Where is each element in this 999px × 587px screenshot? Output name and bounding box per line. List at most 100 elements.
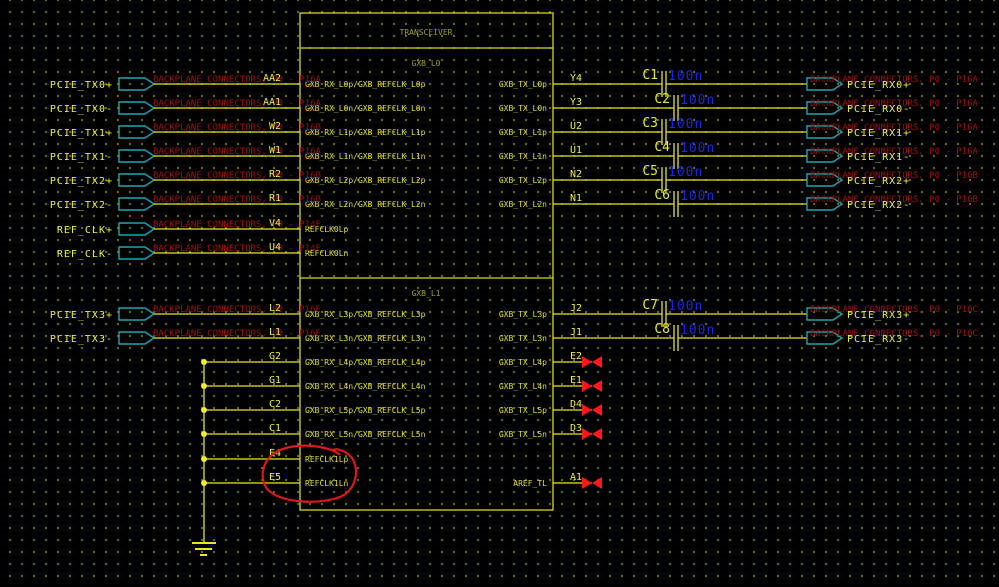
pin-number-y3: Y3 xyxy=(570,97,582,108)
no-connect-icon[interactable] xyxy=(582,428,602,440)
cross-reference: BACKPLANE CONNECTORS, P0 - P16B xyxy=(153,195,321,205)
pin-name-e5: REFCLK1Ln xyxy=(305,479,349,488)
pin-number-y4: Y4 xyxy=(570,73,582,84)
net-label-pcie-tx1-: PCIE_TX1- xyxy=(50,152,113,163)
capacitor-value: 100n xyxy=(680,323,715,338)
pin-name-g1: GXB_RX_L4n/GXB_REFCLK_L4n xyxy=(305,382,426,391)
offpage-port-icon[interactable] xyxy=(806,149,844,163)
no-connect-icon[interactable] xyxy=(582,404,602,416)
offpage-port-icon[interactable] xyxy=(806,331,844,345)
pin-number-a1: A1 xyxy=(570,472,582,483)
cross-reference: BACKPLANE CONNECTORS, P0 - P16A xyxy=(810,75,979,85)
pin-name-g2: GXB_RX_L4p/GXB_REFCLK_L4p xyxy=(305,358,426,367)
net-label-pcie-rx1-: PCIE_RX1- xyxy=(847,152,910,163)
pin-name-d4: GXB_TX_L5p xyxy=(499,406,547,415)
cross-reference: BACKPLANE CONNECTORS, P0 - P16A xyxy=(810,99,979,109)
net-label-pcie-rx1-: PCIE_RX1+ xyxy=(847,128,910,139)
no-connect-icon[interactable] xyxy=(582,477,602,489)
pin-name-y3: GXB_TX_L0n xyxy=(499,104,547,113)
offpage-port-icon[interactable] xyxy=(118,101,156,115)
net-label-pcie-tx3-: PCIE_TX3+ xyxy=(50,310,113,321)
pin-name-e4: REFCLK1Lp xyxy=(305,455,349,464)
capacitor-ref: C5 xyxy=(642,164,658,179)
pin-name-u2: GXB_TX_L1p xyxy=(499,128,547,137)
offpage-port-icon[interactable] xyxy=(806,307,844,321)
offpage-port-icon[interactable] xyxy=(118,125,156,139)
pin-number-l2: L2 xyxy=(269,303,281,314)
schematic-elements: GXB_RX_L0p/GXB_REFCLK_L0pPCIE_TX0+BACKPL… xyxy=(50,68,979,489)
pin-number-j2: J2 xyxy=(570,303,582,314)
offpage-port-icon[interactable] xyxy=(118,307,156,321)
capacitor-value: 100n xyxy=(680,189,715,204)
capacitor-value: 100n xyxy=(668,69,703,84)
capacitor-ref: C8 xyxy=(654,322,670,337)
offpage-port-icon[interactable] xyxy=(806,125,844,139)
pin-name-n1: GXB_TX_L2n xyxy=(499,200,547,209)
no-connect-icon[interactable] xyxy=(582,380,602,392)
pin-number-r1: R1 xyxy=(269,193,281,204)
offpage-port-icon[interactable] xyxy=(806,77,844,91)
capacitor-ref: C7 xyxy=(642,298,658,313)
pin-name-j1: GXB_TX_L3n xyxy=(499,334,547,343)
pin-number-r2: R2 xyxy=(269,169,281,180)
offpage-port-icon[interactable] xyxy=(118,173,156,187)
ground-net[interactable] xyxy=(192,362,216,556)
pin-name-r1: GXB_RX_L2n/GXB_REFCLK_L2n xyxy=(305,200,426,209)
pin-number-w1: W1 xyxy=(269,145,281,156)
net-label-ref-clk-: REF_CLK+ xyxy=(57,225,113,236)
pin-number-g1: G1 xyxy=(269,375,281,386)
cross-reference: BACKPLANE CONNECTORS, P0 - P14F xyxy=(153,244,321,254)
capacitor-ref: C3 xyxy=(642,116,658,131)
pin-number-l1: L1 xyxy=(269,327,281,338)
capacitor-value: 100n xyxy=(668,165,703,180)
net-label-ref-clk-: REF_CLK- xyxy=(57,249,113,260)
cross-reference: BACKPLANE CONNECTORS, P0 - P16B xyxy=(153,123,321,133)
pin-number-d4: D4 xyxy=(570,399,582,410)
pin-name-w2: GXB_RX_L1p/GXB_REFCLK_L1p xyxy=(305,128,426,137)
cross-reference: BACKPLANE CONNECTORS, P0 - P16C xyxy=(810,305,978,315)
net-label-pcie-tx2-: PCIE_TX2+ xyxy=(50,176,113,187)
pin-name-c2: GXB_RX_L5p/GXB_REFCLK_L5p xyxy=(305,406,426,415)
net-label-pcie-tx2-: PCIE_TX2- xyxy=(50,200,113,211)
component-title: TRANSCEIVER xyxy=(400,28,453,37)
net-label-pcie-tx0-: PCIE_TX0- xyxy=(50,104,113,115)
pin-name-e1: GXB_TX_L4n xyxy=(499,382,547,391)
capacitor-value: 100n xyxy=(668,117,703,132)
pin-number-d3: D3 xyxy=(570,423,582,434)
offpage-port-icon[interactable] xyxy=(118,77,156,91)
offpage-port-icon[interactable] xyxy=(118,197,156,211)
offpage-port-icon[interactable] xyxy=(806,173,844,187)
cross-reference: BACKPLANE CONNECTORS, P0 - P16A xyxy=(810,123,979,133)
pin-number-aa2: AA2 xyxy=(263,73,281,84)
cross-reference: BACKPLANE CONNECTORS, P0 - P16A xyxy=(153,147,322,157)
component-outline[interactable] xyxy=(299,12,554,511)
net-label-pcie-tx0-: PCIE_TX0+ xyxy=(50,80,113,91)
offpage-port-icon[interactable] xyxy=(806,197,844,211)
annotation-circle xyxy=(261,444,358,503)
transceiver-component[interactable]: TRANSCEIVER GXB_L0 GXB_L1 xyxy=(299,12,554,511)
offpage-port-icon[interactable] xyxy=(118,222,156,236)
pin-number-j1: J1 xyxy=(570,327,582,338)
pin-number-c1: C1 xyxy=(269,423,281,434)
pin-number-aa1: AA1 xyxy=(263,97,281,108)
offpage-port-icon[interactable] xyxy=(118,149,156,163)
capacitor-value: 100n xyxy=(668,299,703,314)
pin-number-v4: V4 xyxy=(269,218,281,229)
net-label-pcie-rx0-: PCIE_RX0+ xyxy=(847,80,910,91)
net-label-pcie-rx2-: PCIE_RX2+ xyxy=(847,176,910,187)
offpage-port-icon[interactable] xyxy=(806,101,844,115)
cross-reference: BACKPLANE CONNECTORS, P0 - P16B xyxy=(810,195,978,205)
cross-reference: BACKPLANE CONNECTORS, P0 - P16B xyxy=(153,171,321,181)
offpage-port-icon[interactable] xyxy=(118,246,156,260)
no-connect-icon[interactable] xyxy=(582,356,602,368)
offpage-port-icon[interactable] xyxy=(118,331,156,345)
pin-number-u2: U2 xyxy=(570,121,582,132)
pin-name-l2: GXB_RX_L3p/GXB_REFCLK_L3p xyxy=(305,310,426,319)
pin-number-w2: W2 xyxy=(269,121,281,132)
cross-reference: BACKPLANE CONNECTORS, P0 - P16A xyxy=(810,147,979,157)
cross-reference: BACKPLANE CONNECTORS, P0 - P16A xyxy=(153,99,322,109)
pin-number-e2: E2 xyxy=(570,351,582,362)
pin-name-aa1: GXB_RX_L0n/GXB_REFCLK_L0n xyxy=(305,104,426,113)
